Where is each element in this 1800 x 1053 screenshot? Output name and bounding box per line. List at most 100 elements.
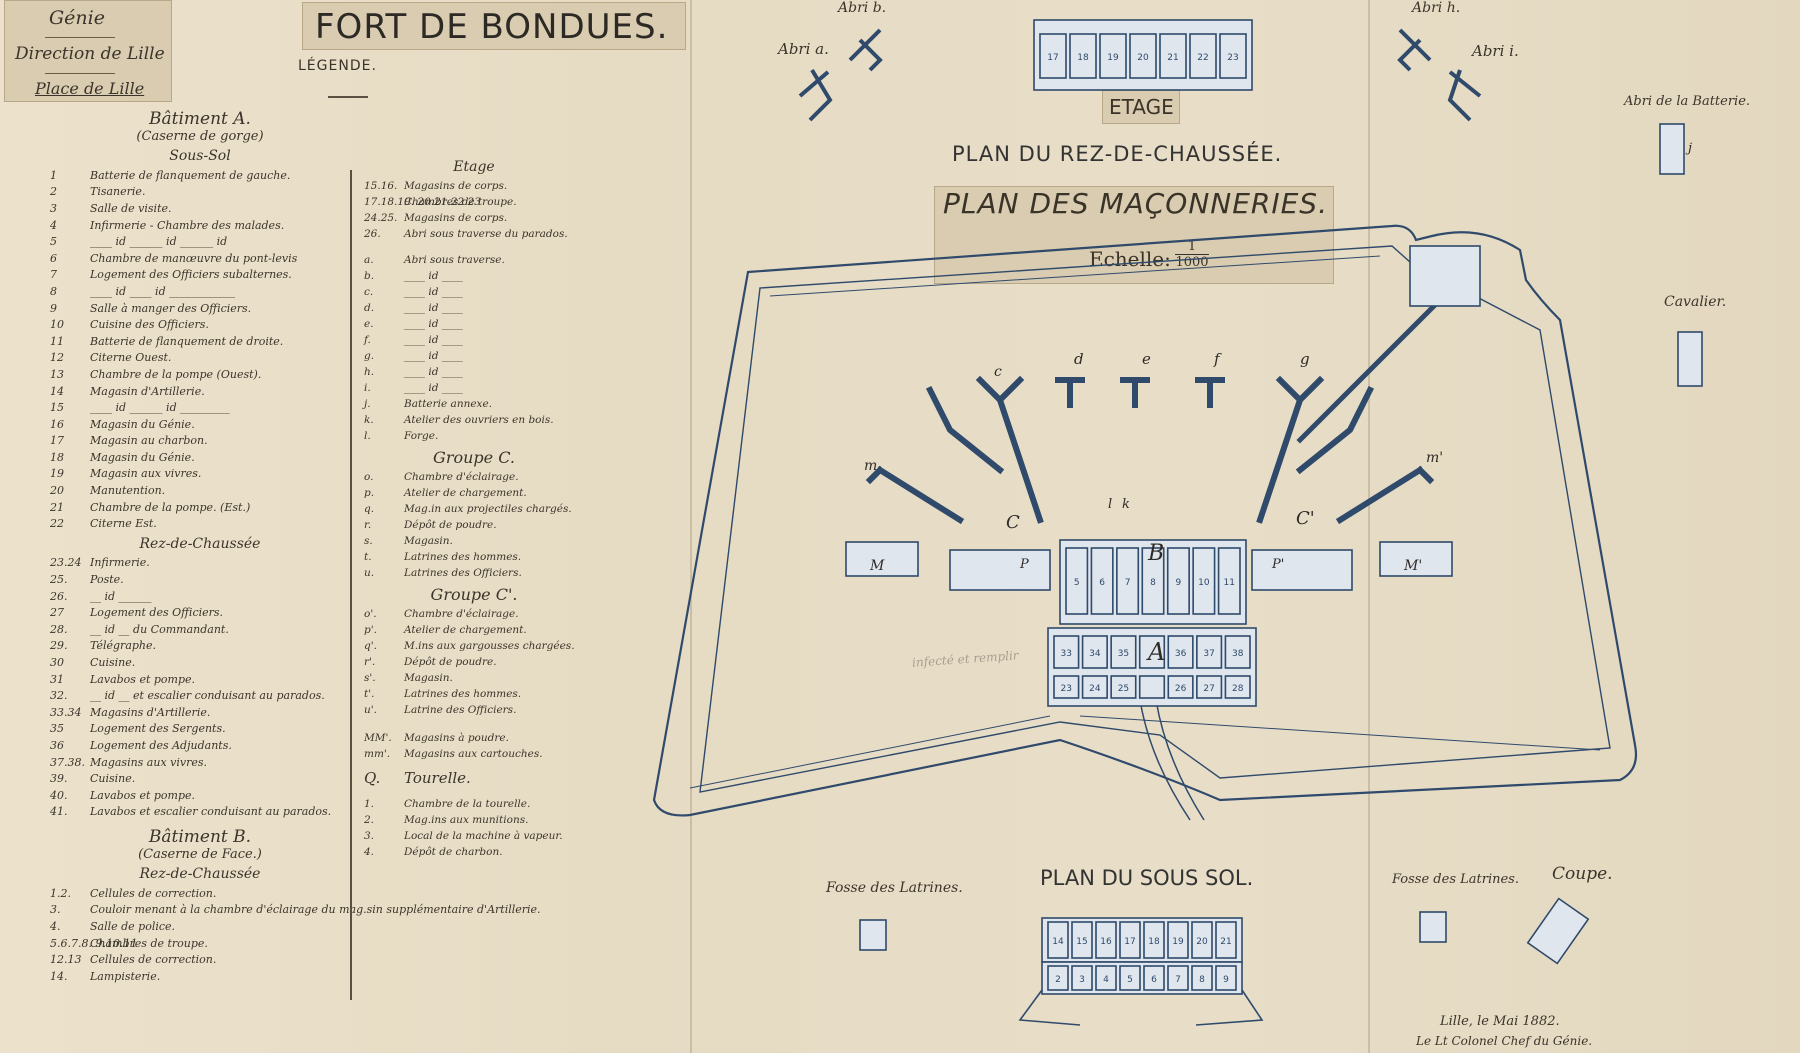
etage-list: 15.16.Magasins de corps.17.18.19. 20.21.…	[364, 178, 584, 242]
legend-item: 3.Local de la machine à vapeur.	[364, 828, 584, 844]
legend-item-number: 22	[50, 517, 64, 531]
building-a-title: Bâtiment A.	[149, 109, 251, 129]
legend-item-number: p.	[364, 487, 375, 499]
plan-sous-sol: PLAN DU SOUS SOL.	[1040, 866, 1254, 890]
legend-item-number: a.	[364, 254, 374, 266]
legend-item: u.Latrines des Officiers.	[364, 565, 584, 581]
legend-item-number: t'.	[364, 688, 375, 700]
groupe-c2-list: o'.Chambre d'éclairage.p'.Atelier de cha…	[364, 606, 584, 718]
map-letter-c: C	[1006, 512, 1020, 533]
room-cell	[1167, 965, 1189, 991]
legend-item-number: c.	[364, 286, 374, 298]
building-b-subtitle: (Caserne de Face.)	[138, 846, 262, 862]
legend-item: o'.Chambre d'éclairage.	[364, 606, 584, 622]
legend-item-text: Logement des Adjudants.	[90, 738, 232, 752]
legend-item-text: Atelier des ouvriers en bois.	[404, 414, 554, 426]
room-cell	[1143, 921, 1165, 959]
room-cell	[1159, 33, 1187, 79]
etage-heading: Etage	[453, 159, 495, 175]
room-number: 8	[1199, 975, 1205, 985]
room-number: 4	[1103, 975, 1109, 985]
legend-item-text: Magasin du Génie.	[90, 417, 195, 431]
legend-item-number: 1	[50, 168, 57, 182]
legend-item-text: Magasins aux vivres.	[90, 755, 208, 769]
room-cell	[1047, 921, 1069, 959]
etage-label: ETAGE	[1109, 95, 1174, 119]
room-number: 34	[1089, 649, 1101, 659]
legend-item: 15____ id ______ id _________	[50, 400, 350, 417]
legend-item-number: 25.	[50, 573, 68, 587]
room-cell	[1039, 33, 1067, 79]
legend-item-number: s.	[364, 535, 373, 547]
legend-item: l.Forge.	[364, 428, 584, 444]
map-letter-p: P	[1019, 557, 1029, 572]
legend-item-text: Logement des Sergents.	[90, 722, 226, 736]
legend-item-text: Magasins de corps.	[404, 212, 508, 224]
legend-item-text: Forge.	[404, 430, 439, 442]
legend-item: 15.16.Magasins de corps.	[364, 178, 584, 194]
legend-item-number: 26.	[50, 589, 68, 603]
legend-item: p. Atelier de chargement.	[364, 485, 584, 501]
map-letter-j: j	[1685, 141, 1692, 156]
legend-item-number: 40.	[50, 788, 68, 802]
legend-item: c.____ id ____	[364, 284, 584, 300]
legend-item-number: 2	[50, 185, 57, 199]
abris-list: a.Abri sous traverse.b.____ id ____c.___…	[364, 252, 584, 444]
group-c	[949, 549, 1051, 591]
legend-item-text: Chambre de la pompe. (Est.)	[90, 500, 251, 514]
legend-item-text: ____ id ____	[404, 318, 463, 330]
room-number: 18	[1077, 53, 1089, 63]
legend-item: 3.Couloir menant à la chambre d'éclairag…	[50, 902, 541, 919]
room-cell	[1099, 33, 1127, 79]
abri-batterie-label: Abri de la Batterie.	[1624, 94, 1751, 109]
cavalier-detail	[1677, 331, 1703, 387]
inner-rampart	[699, 245, 1611, 793]
legend-column-left: Bâtiment A. (Caserne de gorge) Sous-Sol …	[50, 108, 541, 985]
legend-item: MM'.Magasins à poudre.	[364, 730, 584, 746]
room-cell	[1166, 547, 1190, 615]
room-number: 11	[1224, 578, 1235, 588]
room-number: 18	[1148, 937, 1160, 947]
room-number: 28	[1232, 684, 1244, 694]
map-letter-b: B	[1147, 541, 1164, 566]
abri-a-label: Abri a.	[778, 40, 829, 58]
legend-item-text: ____ id ______ id _________	[90, 401, 230, 415]
legend-item-text: Citerne Ouest.	[90, 351, 172, 365]
legend-item-text: Atelier de chargement.	[404, 624, 527, 636]
legend-item: r'.Dépôt de poudre.	[364, 654, 584, 670]
legend-item: r.Dépôt de poudre.	[364, 517, 584, 533]
legend-item-text: Magasin du Génie.	[90, 450, 195, 464]
legend-item: t.Latrines des hommes.	[364, 549, 584, 565]
room-cell	[1090, 547, 1114, 615]
map-letter-m2: m'	[1426, 450, 1443, 466]
legend-item-number: 30	[50, 656, 64, 669]
legend-item: o.Chambre d'éclairage.	[364, 469, 584, 485]
legend-item-number: 3	[50, 201, 57, 215]
legend-item: q.Mag.in aux projectiles chargés.	[364, 501, 584, 517]
legend-item-number: f.	[364, 334, 371, 346]
legend-item-text: ____ id ____	[404, 382, 463, 394]
legend-item-text: Magasin au charbon.	[90, 434, 208, 448]
legend-item: 4.Dépôt de charbon.	[364, 844, 584, 860]
legend-item-text: Lavabos et escalier conduisant au parado…	[90, 805, 332, 819]
legend-item-number: s'.	[364, 672, 376, 684]
legend-item-text: Atelier de chargement.	[404, 487, 527, 499]
legend-item-number: 16	[50, 417, 64, 431]
legend-item: 40.Lavabos et pompe.	[50, 788, 350, 805]
legend-item-text: ____ id ____	[404, 366, 463, 378]
room-cell	[1071, 965, 1093, 991]
echelle-label: Echelle:	[1089, 247, 1171, 271]
legend-column-right: Etage 15.16.Magasins de corps.17.18.19. …	[364, 156, 584, 860]
legend-item-text: Chambre de manœuvre du pont-levis	[90, 251, 298, 265]
room-cell	[1053, 675, 1080, 699]
cartouche-place: Place de Lille	[35, 79, 145, 98]
legend-item: 16 Magasin du Génie.	[50, 417, 350, 434]
legend-item-number: 15.16.	[364, 180, 398, 192]
room-number: 17	[1124, 937, 1135, 947]
